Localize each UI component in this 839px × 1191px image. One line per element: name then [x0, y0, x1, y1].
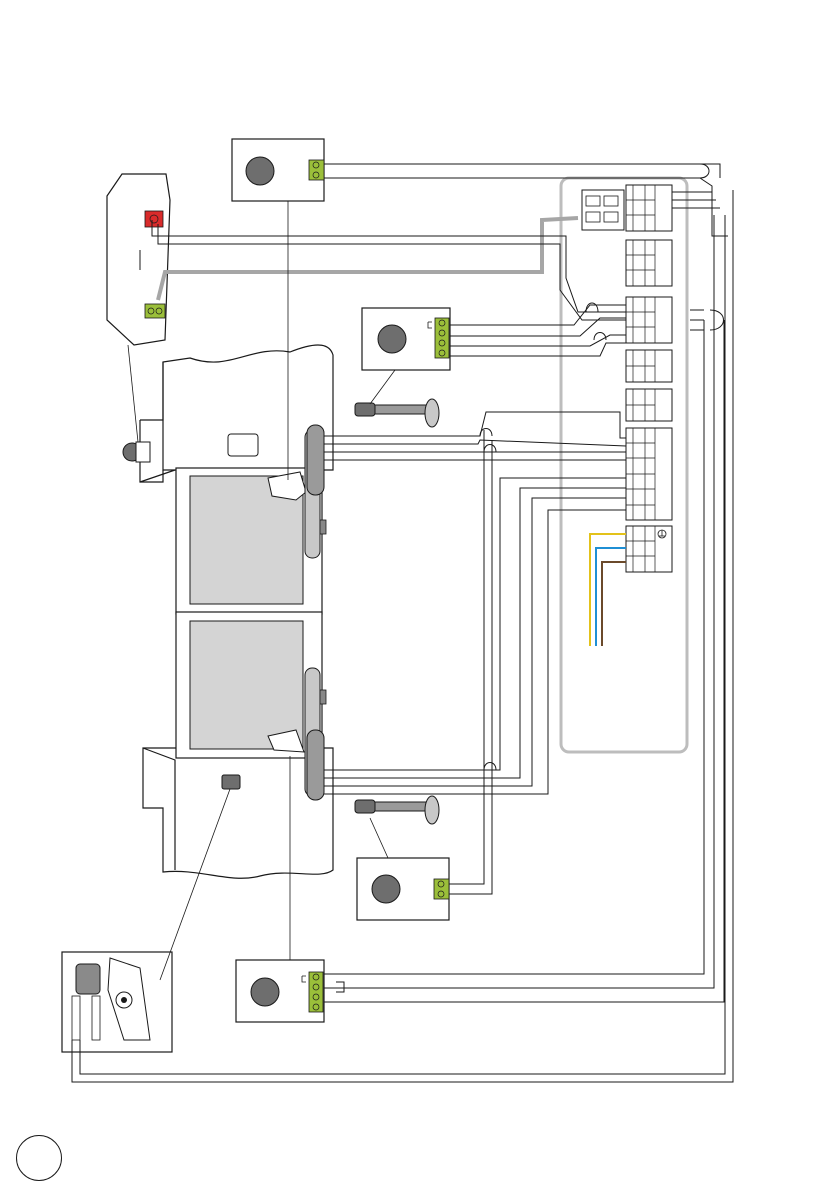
photocell-icon: [362, 308, 450, 370]
photocell-icon: [357, 858, 449, 920]
ground-stop-bottom: [355, 796, 439, 824]
ground-stop-top: [355, 399, 439, 427]
terminal-board-icon: [561, 178, 687, 752]
page-number: [16, 1135, 62, 1181]
wall-top: [140, 345, 333, 482]
flashing-lamp-icon: [107, 174, 170, 462]
photocell-icon: [236, 960, 324, 1022]
motor-icon: [305, 425, 326, 558]
power-supply-wires: [590, 534, 626, 646]
motor-icon: [305, 668, 326, 800]
signal-cable: [158, 218, 578, 300]
photocell-icon: [232, 139, 324, 201]
wall-plate: [228, 434, 258, 456]
gate-leaf-bottom: [176, 612, 322, 758]
